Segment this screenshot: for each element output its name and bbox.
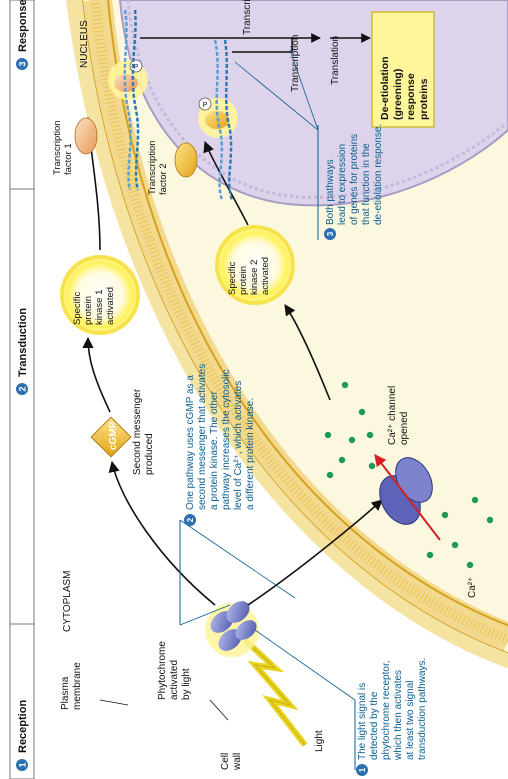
stage-transduction: 2 Transduction — [16, 308, 29, 395]
svg-text:proteins: proteins — [418, 78, 430, 120]
tf2-bound-dna: P — [198, 39, 238, 201]
svg-text:phytochrome receptor,: phytochrome receptor, — [381, 661, 392, 761]
svg-text:P: P — [203, 102, 208, 109]
svg-text:P: P — [134, 64, 139, 71]
cytoplasm-label: CYTOPLASM — [62, 571, 73, 633]
svg-text:Transduction: Transduction — [17, 308, 29, 377]
ca-channel — [374, 454, 441, 541]
caption-step-3: 3 Both pathways lead to expression of ge… — [234, 49, 384, 240]
svg-text:of genes for proteins: of genes for proteins — [349, 134, 360, 225]
svg-text:3: 3 — [18, 61, 28, 66]
svg-text:Transcription: Transcription — [52, 120, 63, 175]
svg-text:Cell: Cell — [220, 753, 231, 770]
ca-influx-arrow — [374, 454, 441, 541]
svg-text:Specific: Specific — [72, 291, 83, 325]
translation-label: Translation — [330, 36, 341, 85]
ca-ion-label: Ca²⁺ — [467, 577, 478, 598]
svg-text:wall: wall — [232, 753, 243, 771]
caption-step-2: 2 One pathway uses cGMP as a second mess… — [179, 364, 296, 626]
svg-text:Phytochrome: Phytochrome — [157, 641, 168, 700]
svg-text:One pathway uses cGMP as a: One pathway uses cGMP as a — [185, 375, 196, 510]
cell-wall — [78, 0, 508, 656]
svg-text:De-etiolation: De-etiolation — [379, 56, 391, 120]
stage-reception: 1 Reception — [16, 700, 29, 771]
transcription-factor-1 — [74, 117, 98, 155]
transcription-label-2: Transcription — [290, 35, 301, 92]
svg-text:Reception: Reception — [17, 700, 29, 753]
svg-text:kinase 2: kinase 2 — [249, 260, 260, 295]
svg-text:membrane: membrane — [72, 662, 83, 710]
transcription-label-1: Transcription — [242, 0, 253, 35]
light-label: Light — [314, 730, 325, 752]
svg-text:1: 1 — [358, 767, 367, 772]
phytochrome — [205, 601, 259, 657]
svg-text:at least two signal: at least two signal — [405, 681, 416, 761]
de-etiolation-proteins-box: De-etiolation (greening) response protei… — [371, 11, 435, 128]
phytochrome-label: Phytochrome activated by light — [157, 641, 192, 700]
transcription-factor-2 — [174, 142, 198, 178]
svg-text:second messenger that activate: second messenger that activates — [197, 364, 208, 510]
arrow-phyto-to-channel — [247, 499, 383, 606]
svg-text:activated: activated — [169, 660, 180, 700]
cytosolic-ca-ions — [324, 381, 376, 479]
tf2-label: Transcription factor 2 — [147, 140, 169, 195]
membrane-inner — [107, 0, 508, 627]
nucleus-label: NUCLEUS — [79, 20, 90, 68]
svg-text:1: 1 — [18, 762, 28, 767]
svg-text:Second messenger: Second messenger — [132, 388, 143, 475]
svg-text:activated: activated — [105, 287, 116, 325]
cell-wall-label: Cell wall — [220, 753, 243, 771]
svg-text:transduction pathways.: transduction pathways. — [417, 658, 428, 760]
svg-text:which then activates: which then activates — [393, 670, 404, 761]
stage-header-bar: 1 Reception 2 Transduction 3 Response — [9, 0, 35, 779]
svg-text:protein: protein — [238, 266, 249, 295]
extracellular-ca-ions — [426, 496, 494, 569]
svg-text:produced: produced — [144, 433, 155, 475]
plasma-membrane-label: Plasma membrane — [60, 662, 83, 710]
svg-text:opened: opened — [399, 412, 410, 445]
svg-text:Plasma: Plasma — [60, 676, 71, 710]
svg-text:by light: by light — [181, 668, 192, 700]
svg-text:Response: Response — [17, 0, 29, 52]
svg-text:lead to expression: lead to expression — [337, 144, 348, 225]
svg-text:2: 2 — [186, 517, 195, 522]
tf1-bound-dna: P — [108, 9, 148, 191]
svg-text:pathway increases the cytosoli: pathway increases the cytosolic — [221, 369, 232, 510]
svg-text:protein: protein — [83, 296, 94, 325]
svg-text:Specific: Specific — [227, 261, 238, 295]
svg-text:level of Ca²⁺, which activates: level of Ca²⁺, which activates — [233, 381, 244, 510]
svg-text:The light signal is: The light signal is — [357, 683, 368, 760]
svg-text:factor 1: factor 1 — [63, 143, 74, 175]
arrow-ca-to-kinase2 — [284, 304, 331, 401]
svg-text:3: 3 — [326, 231, 335, 236]
kinase1: Specific protein kinase 1 activated — [60, 255, 140, 335]
svg-text:2: 2 — [18, 386, 28, 391]
cgmp-messenger: cGMP — [90, 416, 132, 458]
svg-text:activated: activated — [260, 257, 271, 295]
ca-channel-label: Ca²⁺ channel opened — [387, 386, 410, 445]
arrow-kinase2-to-tf2 — [203, 140, 249, 226]
svg-text:de-etiolation response.: de-etiolation response. — [373, 124, 384, 225]
arrow-cgmp-to-kinase1 — [82, 336, 111, 413]
caption-step-1: 1 The light signal is detected by the ph… — [254, 629, 428, 776]
svg-text:kinase 1: kinase 1 — [94, 290, 105, 325]
svg-text:Both pathways: Both pathways — [325, 159, 336, 225]
svg-text:a protein kinase. The other: a protein kinase. The other — [209, 391, 220, 510]
svg-text:a different protein kinase.: a different protein kinase. — [245, 398, 256, 510]
kinase2: Specific protein kinase 2 activated — [215, 225, 295, 305]
svg-text:that function in the: that function in the — [361, 143, 372, 225]
svg-text:(greening): (greening) — [392, 69, 404, 120]
stage-response: 3 Response — [16, 0, 29, 70]
second-messenger-label: Second messenger produced — [132, 388, 155, 475]
svg-text:detected by the: detected by the — [369, 691, 380, 760]
svg-text:factor 2: factor 2 — [158, 163, 169, 195]
svg-text:Ca²⁺ channel: Ca²⁺ channel — [387, 386, 398, 445]
svg-text:Transcription: Transcription — [147, 140, 158, 195]
tf1-label: Transcription factor 1 — [52, 120, 74, 175]
arrow-phyto-to-cgmp — [108, 460, 216, 606]
svg-text:response: response — [405, 73, 417, 120]
svg-text:cGMP: cGMP — [108, 421, 119, 450]
